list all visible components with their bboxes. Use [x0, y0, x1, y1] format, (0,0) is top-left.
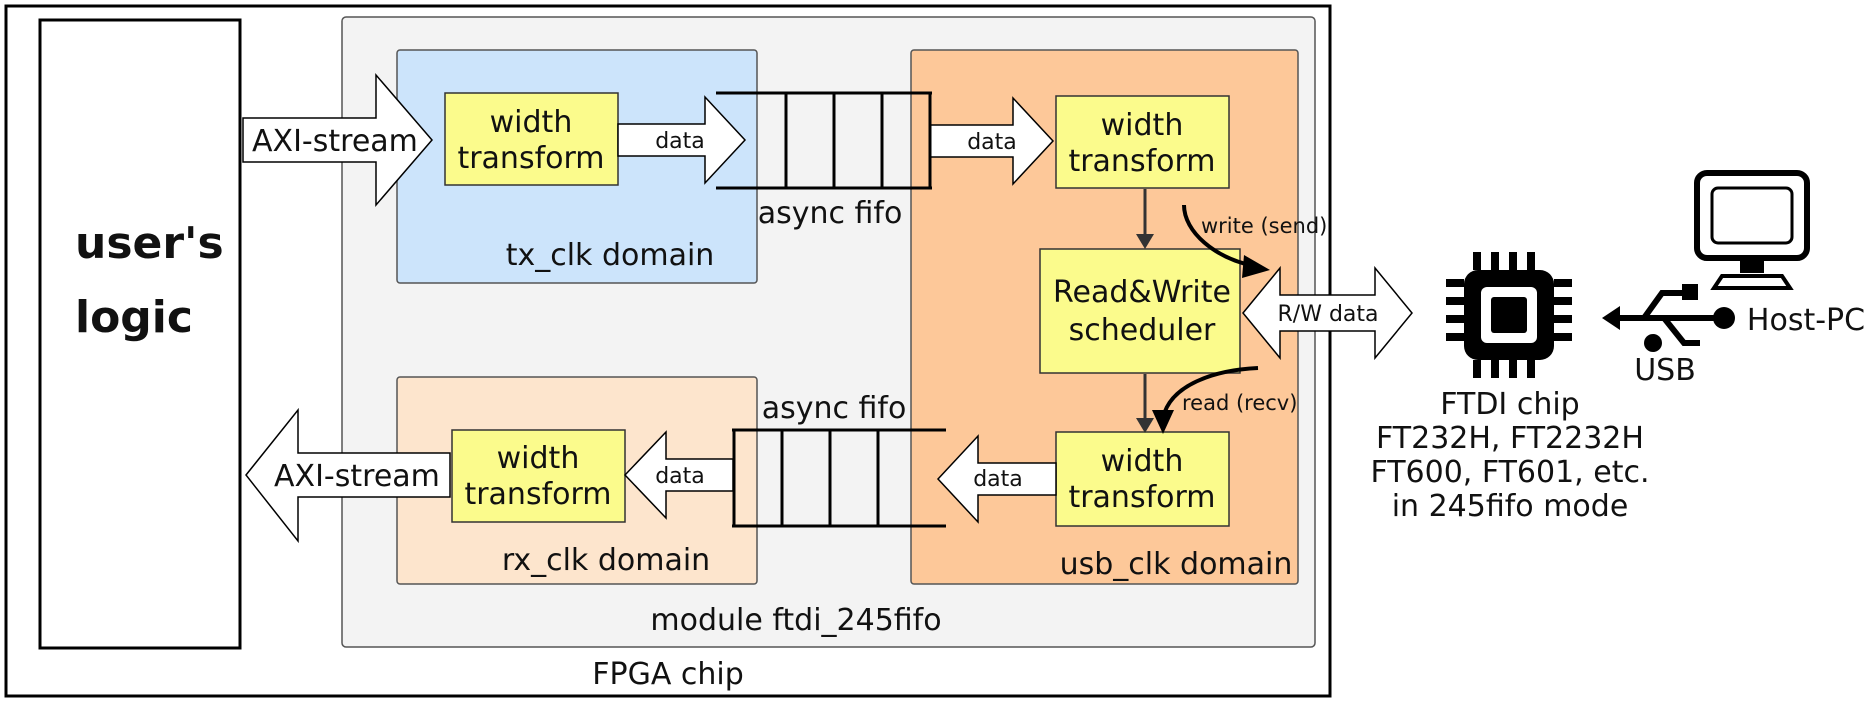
tx-domain-label: tx_clk domain: [506, 238, 715, 273]
wt-usbrx-line2: transform: [1068, 480, 1215, 515]
data-arrow-tx-2: data: [929, 96, 1055, 186]
async-fifo-tx: [716, 91, 932, 190]
rx-domain-label: rx_clk domain: [502, 543, 710, 578]
rw-data-label: R/W data: [1278, 302, 1379, 327]
wt-rx-line2: transform: [464, 477, 611, 512]
scheduler-line1: Read&Write: [1053, 275, 1231, 310]
width-transform-usb-rx: width transform: [1055, 431, 1230, 527]
width-transform-tx: width transform: [444, 92, 619, 186]
usb-icon: [1602, 284, 1735, 352]
axi-in-label: AXI-stream: [252, 124, 418, 159]
users-logic-line2: logic: [75, 292, 193, 343]
axi-stream-out-arrow: AXI-stream: [245, 407, 451, 544]
width-transform-usb-tx: width transform: [1055, 95, 1230, 189]
wt-tx-line2: transform: [457, 141, 604, 176]
data-label-1: data: [655, 129, 705, 154]
monitor-icon: [1694, 170, 1810, 290]
usb-label: USB: [1634, 353, 1696, 388]
fpga-chip-label: FPGA chip: [592, 657, 744, 692]
ftdi-line3: FT600, FT601, etc.: [1370, 455, 1649, 490]
wt-usbtx-line2: transform: [1068, 144, 1215, 179]
width-transform-rx: width transform: [451, 429, 626, 523]
users-logic-block: user's logic: [38, 18, 242, 650]
data-arrow-tx-1: data: [617, 95, 747, 185]
data-arrow-rx-1: data: [936, 434, 1057, 524]
chip-icon: [1446, 252, 1572, 378]
async-fifo-rx: [732, 428, 946, 528]
wt-usbrx-line1: width: [1101, 444, 1184, 479]
write-send-arrow: write (send): [1182, 204, 1327, 278]
wt-usbtx-line1: width: [1101, 108, 1184, 143]
usb-domain-label: usb_clk domain: [1060, 547, 1293, 582]
arrow-wt-to-scheduler: [1136, 189, 1154, 249]
ftdi-line2: FT232H, FT2232H: [1376, 421, 1644, 456]
ftdi-chip-caption: FTDI chip FT232H, FT2232H FT600, FT601, …: [1370, 387, 1649, 524]
async-fifo-tx-label: async fifo: [758, 196, 903, 231]
rw-data-arrow: R/W data: [1242, 265, 1413, 361]
data-label-4: data: [655, 464, 705, 489]
arrow-scheduler-to-wt: [1136, 374, 1154, 433]
read-write-scheduler: Read&Write scheduler: [1039, 248, 1241, 374]
write-send-label: write (send): [1201, 214, 1327, 238]
ftdi-line1: FTDI chip: [1440, 387, 1579, 422]
wt-tx-line1: width: [490, 105, 573, 140]
axi-out-label: AXI-stream: [274, 459, 440, 494]
data-label-2: data: [967, 130, 1017, 155]
read-recv-arrow: read (recv): [1152, 366, 1297, 434]
host-pc-label: Host-PC: [1747, 303, 1865, 338]
wt-rx-line1: width: [497, 441, 580, 476]
data-label-3: data: [973, 467, 1023, 492]
axi-stream-in-arrow: AXI-stream: [242, 72, 433, 208]
async-fifo-rx-label: async fifo: [762, 391, 907, 426]
scheduler-line2: scheduler: [1069, 313, 1216, 348]
ftdi-line4: in 245fifo mode: [1392, 489, 1629, 524]
users-logic-line1: user's: [75, 218, 224, 269]
module-label: module ftdi_245fifo: [650, 603, 941, 638]
read-recv-label: read (recv): [1182, 391, 1297, 415]
data-arrow-rx-2: data: [623, 430, 734, 520]
